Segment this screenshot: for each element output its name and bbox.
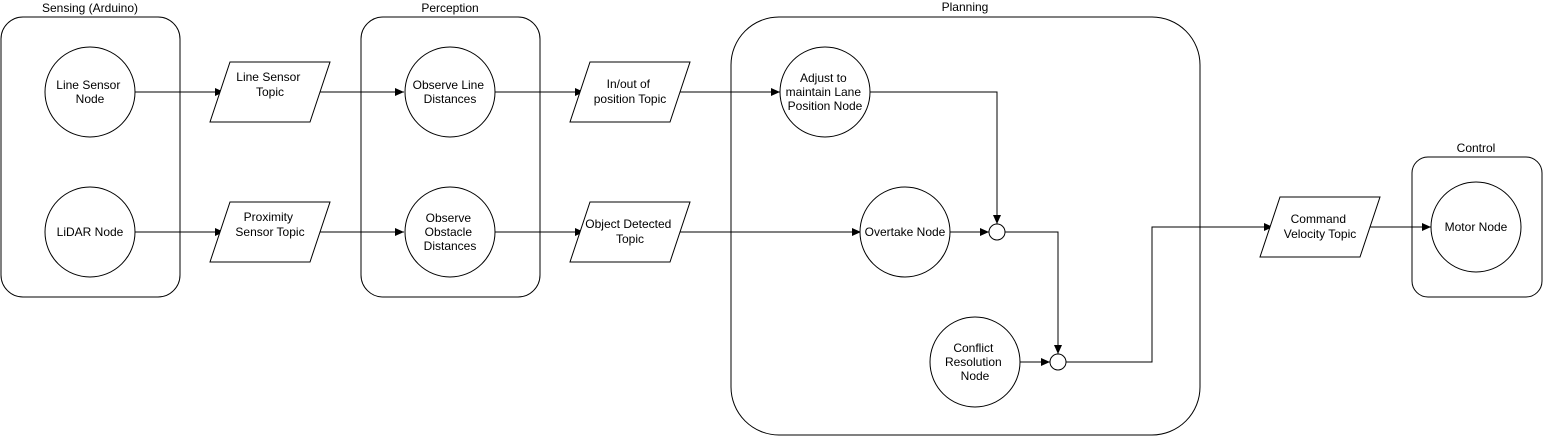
svg-text:Line Sensor Topic: Line Sensor Topic [236, 70, 303, 99]
svg-text:Observe Obstacle D: Observe Obstacle Distances [424, 211, 477, 253]
svg-text:Object Detected Topic: Object Detected Topic [585, 217, 674, 246]
topic-proximity-sensor[interactable]: Proximity Sensor Topic [209, 201, 331, 263]
node-observe-line-label-2: Distances [424, 92, 477, 106]
topic-object-detected-label-2: Topic [616, 232, 644, 246]
svg-text:In/out of position Topic: In/out of position Topic [594, 77, 667, 106]
svg-text:Overtake Node: Overtake Node [865, 225, 946, 239]
edge-merge-to-command [1066, 223, 1273, 363]
group-title-sensing: Sensing (Arduino) [42, 1, 138, 15]
topic-in-out-label-1: In/out of [607, 77, 651, 91]
svg-text:Conflict Resolution: Conflict Resolution Node [945, 341, 1005, 383]
node-conflict-label-2: Resolution [945, 355, 1002, 369]
topic-command-velocity-label-2: Velocity Topic [1284, 227, 1357, 241]
node-conflict-label-3: Node [961, 369, 990, 383]
group-title-control: Control [1457, 141, 1496, 155]
svg-text:Adjust to maintain Lane: Adjust to maintain Lane Position Node [786, 71, 865, 113]
node-adjust-lane-label-2: maintain Lane [786, 85, 862, 99]
node-overtake-label: Overtake Node [865, 225, 946, 239]
svg-text:Command Velocity Topic: Command Velocity Topic [1284, 212, 1357, 241]
node-line-sensor-label-2: Node [76, 92, 105, 106]
edge-junction-to-merge [1005, 231, 1062, 354]
edge-adjust-to-junction [870, 91, 1001, 224]
node-observe-obstacle-label-1: Observe [426, 211, 472, 225]
node-lidar[interactable]: LiDAR Node [44, 186, 136, 278]
group-title-planning: Planning [942, 0, 989, 14]
junction-planning-upper [988, 223, 1006, 241]
node-line-sensor[interactable]: Line Sensor Node [44, 46, 136, 138]
svg-text:Observe Line Distances: Observe Line Distances [413, 78, 488, 106]
node-observe-obstacle-label-3: Distances [424, 239, 477, 253]
group-title-perception: Perception [421, 1, 478, 15]
topic-command-velocity[interactable]: Command Velocity Topic [1259, 196, 1381, 258]
junction-planning-lower [1049, 353, 1067, 371]
node-conflict-resolution[interactable]: Conflict Resolution Node [929, 316, 1021, 408]
node-line-sensor-label-1: Line Sensor [56, 78, 120, 92]
topic-in-out-label-2: position Topic [594, 92, 667, 106]
topic-line-sensor-label-1: Line Sensor [236, 70, 300, 84]
node-overtake[interactable]: Overtake Node [859, 186, 951, 278]
topic-line-sensor[interactable]: Line Sensor Topic [209, 61, 331, 123]
topic-proximity-label-2: Sensor Topic [235, 225, 304, 239]
topic-object-detected[interactable]: Object Detected Topic [569, 201, 691, 263]
svg-text:Line Sensor Node: Line Sensor Node [56, 78, 123, 106]
node-conflict-label-1: Conflict [953, 341, 994, 355]
node-adjust-lane-label-3: Position Node [788, 99, 863, 113]
svg-text:LiDAR Node: LiDAR Node [57, 225, 124, 239]
svg-text:Proximity Sensor Topic: Proximity Sensor Topic [235, 210, 304, 239]
topic-proximity-label-1: Proximity [244, 210, 293, 224]
topic-in-out-position[interactable]: In/out of position Topic [569, 61, 691, 123]
node-adjust-lane[interactable]: Adjust to maintain Lane Position Node [779, 46, 871, 138]
svg-text:Motor Node: Motor Node [1445, 220, 1508, 234]
node-motor[interactable]: Motor Node [1430, 181, 1522, 273]
node-motor-label: Motor Node [1445, 220, 1508, 234]
topic-object-detected-label-1: Object Detected [585, 217, 671, 231]
node-observe-line-label-1: Observe Line [413, 78, 485, 92]
node-adjust-lane-label-1: Adjust to [800, 71, 847, 85]
node-observe-line[interactable]: Observe Line Distances [404, 46, 496, 138]
node-observe-obstacle[interactable]: Observe Obstacle Distances [404, 186, 496, 278]
topic-line-sensor-label-2: Topic [256, 85, 284, 99]
connectors [135, 88, 1431, 366]
node-lidar-label: LiDAR Node [57, 225, 124, 239]
node-observe-obstacle-label-2: Obstacle [425, 225, 473, 239]
topic-command-velocity-label-1: Command [1291, 212, 1346, 226]
